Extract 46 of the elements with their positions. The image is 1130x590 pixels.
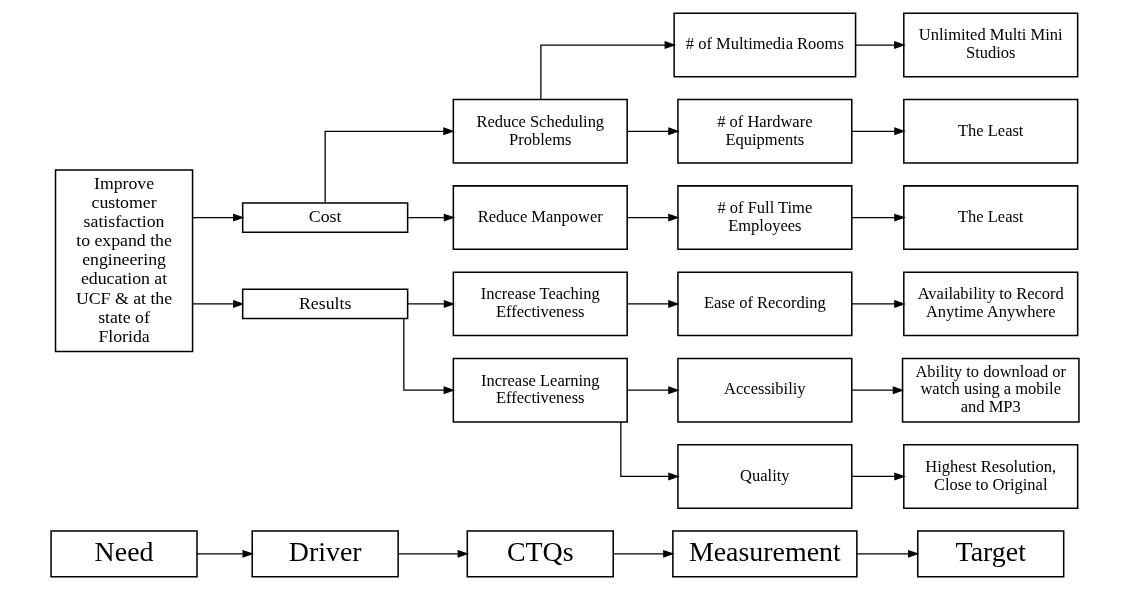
node-box: Target [917,530,1065,578]
arrow [407,299,456,308]
arrow [620,421,680,481]
arrow [855,41,906,50]
arrow [851,213,906,222]
node-box: CTQs [466,530,614,578]
node-box: Results [241,288,409,320]
node-box: Accessibiliy [677,357,853,423]
arrow [397,549,470,558]
arrow [626,127,680,136]
node-box: Ability to download or watch using a mobile and MP3 [901,357,1080,423]
node-box: Driver [251,530,399,578]
node-box: Increase Teaching Effectiveness [452,271,628,337]
node-box: Need [50,530,198,578]
node-box: Measurement [672,530,858,578]
arrow [851,386,905,395]
arrow [626,299,680,308]
arrow [626,213,680,222]
node-box: Ease of Recording [677,271,853,337]
node-box: Cost [241,202,409,233]
arrow [540,41,676,100]
node-box: The Least [903,98,1079,164]
node-box: Improve customer satisfaction to expand the engineering education at UCF & at the state of Florida [54,169,194,353]
arrow [403,317,455,395]
arrow [856,549,920,558]
arrow [851,472,906,481]
arrow [196,549,254,558]
node-box: Highest Resolution, Close to Original [903,444,1079,509]
arrow [407,213,456,222]
node-box: # of Hardware Equipments [677,98,853,164]
arrow [324,127,455,204]
node-box: Availability to Record Anytime Anywhere [903,271,1079,337]
arrow [192,299,245,308]
node-box: Increase Learning Effectiveness [452,357,628,423]
node-box: Reduce Manpower [452,185,628,251]
arrow [613,549,675,558]
arrow [626,386,680,395]
node-box: # of Full Time Employees [677,185,853,251]
arrow [192,213,245,222]
arrow [851,127,906,136]
arrow [851,299,906,308]
node-box: Reduce Scheduling Problems [452,98,628,164]
node-box: Quality [677,444,853,509]
node-box: The Least [903,185,1079,251]
node-box: # of Multimedia Rooms [673,12,857,78]
node-box: Unlimited Multi Mini Studios [903,12,1079,78]
